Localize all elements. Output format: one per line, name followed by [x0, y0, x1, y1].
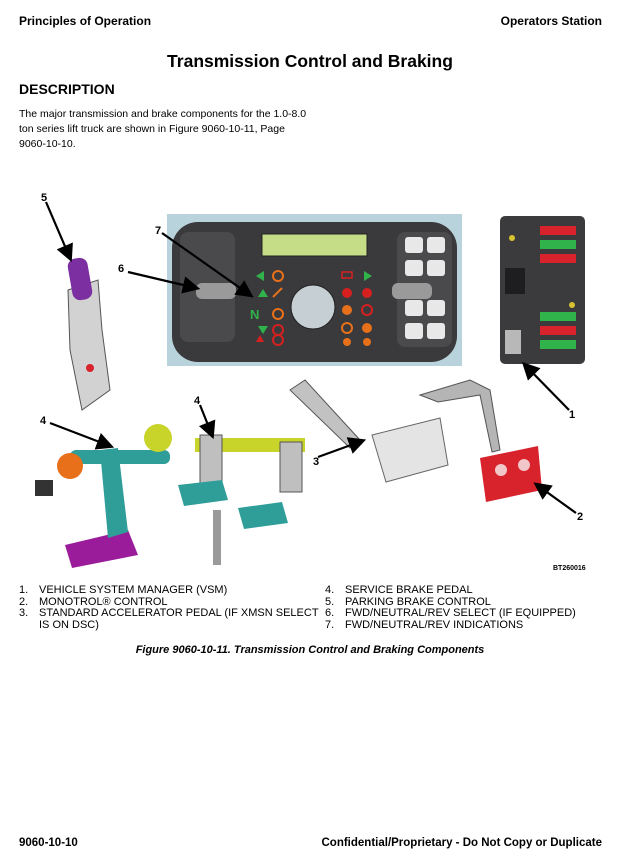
legend-item: 5. PARKING BRAKE CONTROL [325, 595, 615, 609]
legend-number: 6. [325, 607, 335, 619]
svg-text:N: N [250, 307, 259, 322]
header-chapter-title: Operators Station [500, 14, 602, 28]
legend-item: 4. SERVICE BRAKE PEDAL [325, 584, 615, 597]
service-brake-pedal-left [35, 424, 172, 568]
figure-caption: Figure 9060-10-11. Transmission Control … [135, 644, 485, 656]
footer-page-number: 9060-10-10 [19, 837, 78, 849]
header-section-title: Principles of Operation [19, 14, 152, 28]
callout-1: 1 [569, 409, 575, 421]
legend-left-column: 1. VEHICLE SYSTEM MANAGER (VSM) 2. MONOT… [19, 584, 319, 631]
components-figure: N [0, 180, 620, 580]
legend-item: 6. FWD/NEUTRAL/REV SELECT (IF EQUIPPED) [325, 607, 615, 620]
section-heading: DESCRIPTION [19, 81, 115, 97]
callout-3: 3 [313, 456, 319, 468]
components-illustration: N [35, 192, 586, 572]
legend-number: 5. [325, 595, 335, 608]
callout-4-center: 4 [194, 395, 201, 407]
legend-item: 7. FWD/NEUTRAL/REV INDICATIONS [325, 618, 615, 632]
indicator-lights-right [341, 271, 373, 346]
indicator-lights-left: N [250, 270, 284, 346]
legend-number: 3. [19, 607, 29, 619]
display-screen [261, 233, 368, 257]
callout-arrows [44, 201, 577, 514]
legend-text: SERVICE BRAKE PEDAL [345, 584, 473, 596]
legend-text: FWD/NEUTRAL/REV INDICATIONS [345, 618, 524, 631]
legend-item: 3. STANDARD ACCELERATOR PEDAL (IF XMSN S… [19, 607, 319, 631]
legend-text: MONOTROL® CONTROL [39, 595, 168, 608]
legend-item: 1. VEHICLE SYSTEM MANAGER (VSM) [19, 584, 319, 597]
callout-7: 7 [155, 225, 161, 237]
footer-confidential-notice: Confidential/Proprietary - Do Not Copy o… [321, 837, 603, 849]
monotrol-control [418, 379, 542, 502]
panel-buttons [405, 237, 445, 339]
legend-text: FWD/NEUTRAL/REV SELECT (IF EQUIPPED) [345, 607, 576, 619]
dashboard-panel: N [167, 214, 462, 366]
accelerator-pedal [289, 379, 449, 483]
image-code: BT260016 [553, 565, 586, 572]
legend-item: 2. MONOTROL® CONTROL [19, 595, 319, 609]
callout-5: 5 [41, 192, 47, 204]
page-title: Transmission Control and Braking [167, 51, 453, 71]
vsm-module [500, 216, 585, 364]
legend-right-column: 4. SERVICE BRAKE PEDAL 5. PARKING BRAKE … [325, 584, 615, 632]
legend-text: PARKING BRAKE CONTROL [345, 595, 491, 608]
legend-text: STANDARD ACCELERATOR PEDAL (IF XMSN SELE… [39, 607, 319, 631]
legend-number: 2. [19, 595, 29, 608]
legend-number: 7. [325, 618, 335, 631]
legend-number: 4. [325, 584, 335, 596]
callout-2: 2 [577, 511, 583, 523]
description-paragraph: The major transmission and brake compone… [19, 108, 307, 150]
service-brake-pedal-center [178, 434, 305, 565]
legend-text: VEHICLE SYSTEM MANAGER (VSM) [39, 584, 228, 596]
legend-number: 1. [19, 584, 29, 596]
callout-4-left: 4 [40, 415, 47, 427]
callout-6: 6 [118, 263, 124, 275]
parking-brake-control [67, 257, 111, 411]
